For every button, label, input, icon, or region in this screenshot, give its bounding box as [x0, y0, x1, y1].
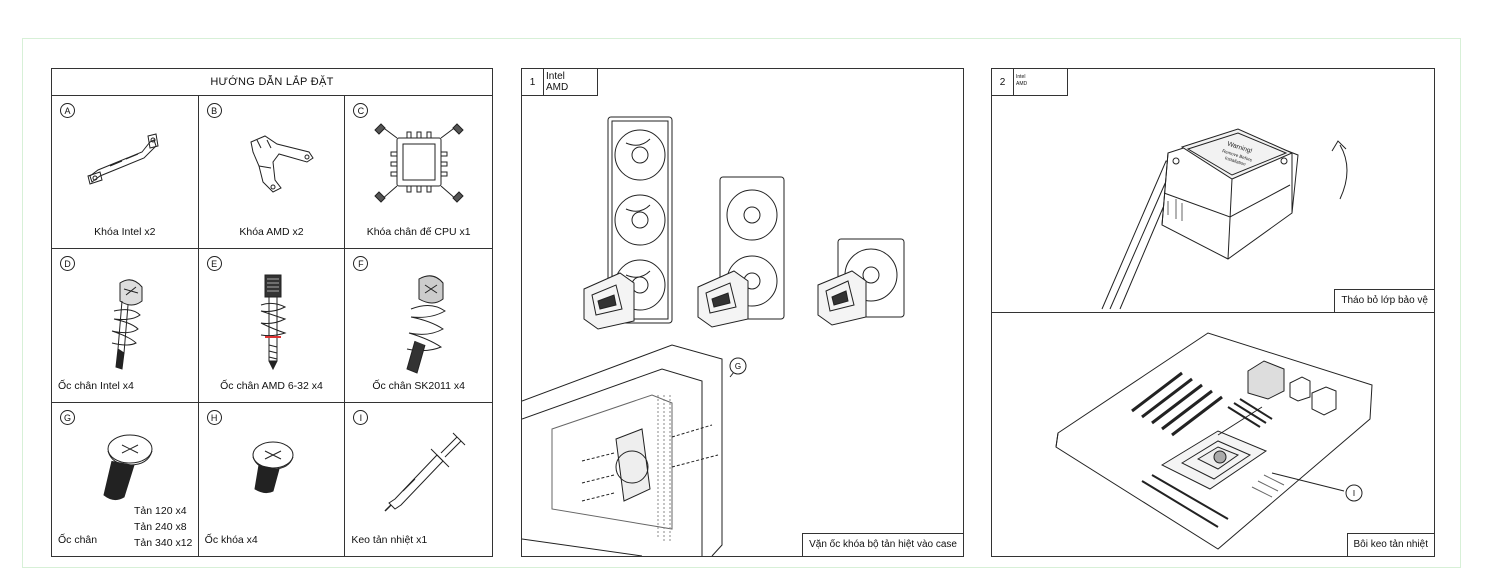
step1-number: 1	[522, 69, 544, 95]
step1-caption: Vặn ốc khóa bộ tản hiệt vào case	[802, 533, 963, 556]
step1-header: 1 Intel AMD	[522, 69, 598, 96]
step1-platforms: Intel AMD	[546, 71, 568, 93]
amd-bracket-icon	[199, 96, 345, 249]
part-caption-a: Khóa Intel x2	[94, 226, 156, 239]
parts-list-title: HƯỚNG DẪN LẮP ĐẶT	[52, 69, 492, 96]
step1-callout: G	[730, 358, 746, 374]
part-cell-b: B Khóa AMD x2	[198, 96, 346, 250]
protective-film-label: Warning! Remove Before Installation	[1222, 140, 1254, 167]
parts-list-panel: HƯỚNG DẪN LẮP ĐẶT A Khóa Intel x2 B	[51, 68, 493, 557]
part-cell-c: C Khóa chân đế CPU x1	[345, 96, 492, 250]
part-cell-f: F Ốc chân SK2011 x4	[345, 249, 492, 403]
part-caption-e: Ốc chân AMD 6-32 x4	[220, 379, 323, 392]
part-letter-d: D	[60, 256, 75, 272]
part-cell-e: E Ốc chân AMD 6-32 x4	[198, 249, 346, 403]
step1-platform-amd: AMD	[546, 82, 569, 93]
parts-grid: A Khóa Intel x2 B	[52, 96, 492, 556]
part-letter-a: A	[60, 103, 75, 118]
part-cell-a: A Khóa Intel x2	[52, 96, 199, 250]
cpu-backplate-icon	[345, 96, 491, 249]
step2-bottom-caption: Bôi keo tản nhiệt	[1346, 533, 1434, 556]
step2-divider	[992, 312, 1434, 313]
radiator-install-illustration: G	[522, 69, 963, 556]
intel-standoff-screw-icon	[52, 249, 198, 402]
part-caption-i: Keo tản nhiệt x1	[351, 533, 428, 546]
step2-platform-intel: Intel	[1016, 74, 1026, 80]
fan-screw-quantities: Tản 120 x4 Tản 240 x8 Tản 340 x12	[134, 503, 192, 551]
warning-label-line3: Installation	[1224, 155, 1246, 167]
fan-screw-qty-240: Tản 240 x8	[134, 520, 187, 533]
part-letter-e: E	[206, 256, 222, 272]
part-cell-g: G Ốc chân Tản 120 x4 Tản 240 x8 Tản 340 …	[52, 402, 199, 556]
part-letter-h: H	[206, 409, 222, 425]
step2-header: 2 Intel AMD	[992, 69, 1068, 96]
step2-top-caption: Tháo bỏ lớp bảo vệ	[1334, 289, 1434, 312]
step2-panel: 2 Intel AMD Warning! Remove Before Insta…	[991, 68, 1435, 557]
amd-standoff-screw-icon	[199, 249, 345, 402]
part-cell-i: I Keo tản nhiệt x1	[345, 403, 492, 556]
part-letter-c: C	[353, 103, 369, 118]
part-caption-b: Khóa AMD x2	[239, 226, 304, 239]
step2-callout: I	[1346, 485, 1362, 501]
page-frame	[22, 38, 1461, 568]
part-caption-c: Khóa chân đế CPU x1	[366, 226, 471, 239]
step1-panel: 1 Intel AMD	[521, 68, 964, 557]
part-cell-d: D Ốc chân Intel x4	[52, 249, 199, 403]
part-cell-h: H Ốc khóa x4	[199, 402, 346, 556]
step2-callout-letter: I	[1353, 489, 1355, 498]
part-letter-f: F	[353, 256, 369, 272]
part-letter-i: I	[353, 409, 369, 425]
sk2011-standoff-screw-icon	[345, 249, 491, 402]
apply-thermal-paste-illustration: I	[992, 313, 1434, 556]
step1-callout-letter: G	[735, 362, 741, 371]
step2-number: 2	[992, 69, 1014, 95]
step2-platforms: Intel AMD	[1016, 74, 1027, 88]
part-letter-b: B	[206, 103, 222, 118]
remove-protective-film-illustration: Warning! Remove Before Installation	[992, 69, 1434, 312]
thermal-paste-syringe-icon	[345, 403, 491, 556]
part-caption-f: Ốc chân SK2011 x4	[372, 379, 465, 392]
step1-platform-intel: Intel	[546, 71, 565, 82]
fan-screw-qty-120: Tản 120 x4	[134, 504, 187, 517]
intel-bracket-icon	[52, 96, 198, 249]
fan-screw-icon	[52, 403, 198, 556]
part-letter-g: G	[60, 409, 75, 425]
part-caption-d: Ốc chân Intel x4	[58, 379, 134, 392]
lock-screw-icon	[199, 403, 345, 556]
fan-screw-qty-340: Tản 340 x12	[134, 536, 193, 549]
part-caption-g: Ốc chân	[58, 533, 98, 546]
step2-platform-amd: AMD	[1016, 81, 1028, 87]
part-caption-h: Ốc khóa x4	[204, 533, 258, 546]
